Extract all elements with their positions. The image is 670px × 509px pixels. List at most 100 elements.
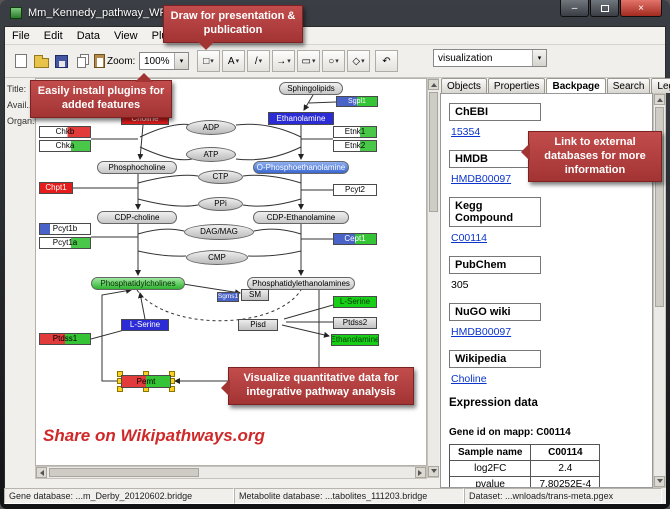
ellipse-shape-tool-button[interactable]: ○▾ — [322, 50, 345, 72]
node-pcyt1a[interactable]: Pcyt1a — [39, 237, 91, 249]
node-pcyt1b[interactable]: Pcyt1b — [39, 223, 91, 235]
paste-icon — [93, 54, 105, 68]
node-pcyt2[interactable]: Pcyt2 — [333, 184, 377, 196]
selection-handle[interactable] — [117, 371, 123, 377]
backpage-section-wikipedia: Wikipedia — [449, 350, 541, 368]
node-etnk2[interactable]: Etnk2 — [333, 140, 377, 152]
tab-objects[interactable]: Objects — [441, 78, 487, 93]
node-sgpl1[interactable]: Sgpl1 — [336, 96, 378, 107]
wikipedia-link[interactable]: Choline — [451, 373, 487, 385]
selection-handle[interactable] — [169, 386, 175, 392]
template-shape-tool-button[interactable]: ◇▾ — [347, 50, 370, 72]
node-phosphatidylcholines[interactable]: Phosphatidylcholines — [91, 277, 185, 290]
node-ethanolamine[interactable]: Ethanolamine — [268, 112, 334, 125]
hmdb-id-link[interactable]: HMDB00097 — [451, 173, 512, 185]
scroll-up-icon[interactable] — [428, 79, 439, 90]
node-pisd[interactable]: Pisd — [238, 319, 278, 331]
chevron-down-icon[interactable]: ▾ — [174, 53, 188, 69]
backpage-section-nugo: NuGO wiki — [449, 303, 541, 321]
expression-data-title: Expression data — [449, 397, 538, 409]
label-tool-button[interactable]: A▾ — [222, 50, 245, 72]
scroll-up-icon[interactable] — [654, 94, 665, 105]
node-cmp[interactable]: CMP — [186, 250, 248, 265]
close-button[interactable]: × — [620, 0, 662, 17]
node-phosphocholine[interactable]: Phosphocholine — [97, 161, 177, 174]
node-ethanolamine-bottom[interactable]: Ethanolamine — [331, 334, 379, 346]
panel-vertical-scrollbar[interactable] — [653, 93, 666, 488]
node-chpt1[interactable]: Chpt1 — [39, 182, 73, 194]
node-l-serine-left[interactable]: L-Serine — [121, 319, 169, 331]
node-pemt-selected[interactable]: Pemt — [121, 375, 171, 388]
node-etnk1[interactable]: Etnk1 — [333, 126, 377, 138]
chevron-down-icon: ▾ — [210, 58, 214, 65]
menu-file[interactable]: File — [12, 29, 30, 42]
pathway-canvas[interactable]: Sphingolipids Sgpl1 Choline ADP Ethanola… — [35, 78, 427, 466]
line-tool-button[interactable]: /▾ — [247, 50, 270, 72]
nugo-id-link[interactable]: HMDB00097 — [451, 326, 512, 338]
chevron-down-icon: ▾ — [235, 58, 240, 65]
node-sgms1[interactable]: Sgms1 — [217, 292, 239, 302]
tab-search[interactable]: Search — [606, 78, 651, 93]
tab-properties[interactable]: Properties — [487, 78, 546, 93]
arrow-tool-button[interactable]: →▾ — [272, 50, 295, 72]
node-cdp-choline[interactable]: CDP-choline — [97, 211, 177, 224]
node-sm[interactable]: SM — [241, 289, 269, 301]
selected-node-group[interactable]: Pemt — [117, 371, 175, 392]
tab-backpage[interactable]: Backpage — [546, 78, 606, 93]
undo-button[interactable]: ↶ — [375, 50, 398, 72]
selection-handle[interactable] — [169, 371, 175, 377]
canvas-horizontal-scrollbar[interactable] — [35, 466, 427, 479]
node-chka[interactable]: Chka — [39, 140, 91, 152]
node-adp[interactable]: ADP — [186, 120, 236, 135]
table-row: log2FC 2.4 — [448, 460, 601, 477]
menu-data[interactable]: Data — [76, 29, 100, 42]
kegg-id-link[interactable]: C00114 — [451, 232, 488, 244]
visualization-combobox[interactable]: visualization ▾ — [433, 49, 547, 67]
zoom-label: Zoom: — [107, 56, 136, 67]
node-chkb[interactable]: Chkb — [39, 126, 91, 138]
tab-legend[interactable]: Legend — [651, 78, 670, 93]
table-row: pvalue 7.80252E-4 — [448, 476, 601, 487]
paste-button[interactable] — [89, 50, 109, 72]
menu-view[interactable]: View — [113, 29, 138, 42]
pathway-info-panel: Title: Avail... Organ... — [7, 84, 37, 132]
node-cdp-ethanolamine[interactable]: CDP-Ethanolamine — [253, 211, 349, 224]
node-dag-mag[interactable]: DAG/MAG — [184, 224, 254, 240]
node-ptdss2[interactable]: Ptdss2 — [333, 317, 377, 329]
new-button[interactable] — [11, 50, 31, 72]
datanode-tool-button[interactable]: □▾ — [197, 50, 220, 72]
scrollbar-thumb[interactable] — [655, 107, 664, 307]
open-button[interactable] — [31, 50, 51, 72]
node-ptdss1[interactable]: Ptdss1 — [39, 333, 91, 345]
backpage-section-pubchem: PubChem — [449, 256, 541, 274]
scroll-down-icon[interactable] — [654, 476, 665, 487]
node-phosphatidylethanolamines[interactable]: Phosphatidylethanolamines — [247, 277, 355, 290]
selection-handle[interactable] — [117, 386, 123, 392]
callout-visualize-data: Visualize quantitative data for integrat… — [221, 367, 414, 405]
scroll-right-icon[interactable] — [415, 467, 426, 478]
scroll-left-icon[interactable] — [36, 467, 47, 478]
chevron-down-icon: ▾ — [311, 58, 316, 65]
minimize-button[interactable]: – — [560, 0, 589, 17]
scrollbar-thumb[interactable] — [49, 468, 199, 477]
info-organism-label: Organ... — [7, 116, 35, 126]
node-atp[interactable]: ATP — [186, 147, 236, 162]
scroll-down-icon[interactable] — [428, 466, 439, 477]
copy-button[interactable] — [71, 50, 91, 72]
scrollbar-thumb[interactable] — [429, 92, 438, 212]
node-ctp[interactable]: CTP — [198, 170, 243, 184]
node-ppi[interactable]: PPi — [198, 197, 243, 211]
zoom-combobox[interactable]: 100% ▾ — [139, 52, 189, 70]
save-button[interactable] — [51, 50, 71, 72]
chebi-id-link[interactable]: 15354 — [451, 126, 481, 138]
rect-shape-tool-button[interactable]: ▭▾ — [297, 50, 320, 72]
chevron-down-icon: ▾ — [361, 58, 365, 65]
maximize-button[interactable] — [590, 0, 619, 17]
node-sphingolipids[interactable]: Sphingolipids — [279, 82, 343, 95]
node-l-serine-right[interactable]: L-Serine — [333, 296, 377, 308]
node-cept1[interactable]: Cept1 — [333, 233, 377, 245]
title-bar[interactable]: Mm_Kennedy_pathway_WP1771_45176.gpml – × — [0, 0, 670, 26]
chevron-down-icon[interactable]: ▾ — [532, 50, 546, 66]
node-o-phosphoethanolamine[interactable]: O-Phosphoethanolamine — [253, 161, 349, 174]
menu-edit[interactable]: Edit — [43, 29, 63, 42]
